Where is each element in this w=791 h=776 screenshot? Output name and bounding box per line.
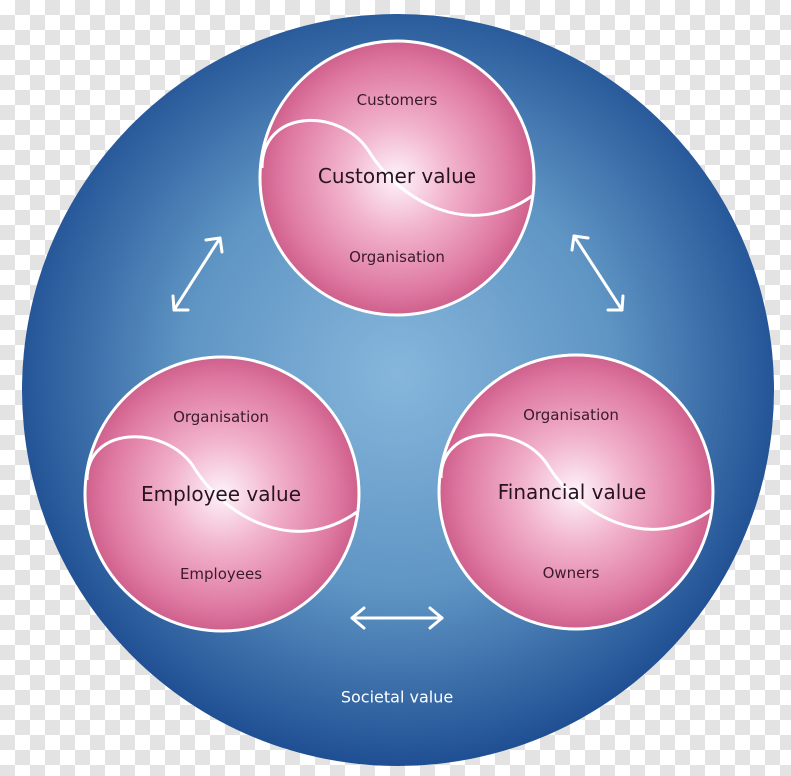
- arrow-customer-employee: [171, 236, 224, 312]
- employee-yin-yang-curve: [85, 435, 358, 533]
- customer-value-circle: [258, 39, 536, 317]
- customer-yin-yang-curve: [260, 119, 533, 217]
- financial-value-circle: [437, 353, 715, 631]
- arrow-employee-financial: [350, 606, 444, 630]
- employee-value-circle: [83, 355, 361, 633]
- arrow-customer-financial: [570, 234, 625, 312]
- financial-yin-yang-curve: [439, 433, 712, 531]
